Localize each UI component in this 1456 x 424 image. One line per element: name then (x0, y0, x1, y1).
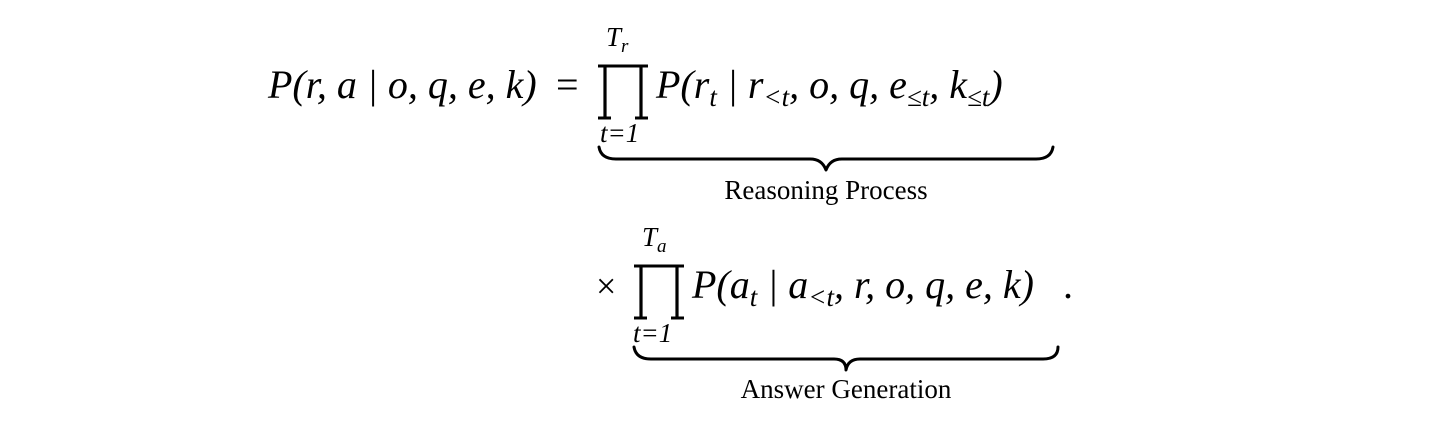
reasoning-term: P(rt | r<t, o, q, e≤t, k≤t) (655, 62, 1003, 112)
underbrace-reasoning (597, 145, 1055, 172)
lhs-joint-probability: P(r, a | o, q, e, k) (267, 62, 537, 107)
product-lower-limit-2: t=1 (633, 318, 672, 348)
answer-generation-label: Answer Generation (741, 374, 952, 404)
product-operator-2 (634, 264, 684, 320)
product-upper-limit-1: Tr (606, 22, 629, 57)
product-lower-limit-1: t=1 (600, 118, 639, 148)
equation-line-1: P(r, a | o, q, e, k) = Tr t=1 P(rt | r<t… (267, 22, 1055, 205)
underbrace-answer (632, 345, 1060, 372)
product-upper-limit-2: Ta (642, 222, 667, 257)
equation-line-2: × Ta t=1 P(at | a<t, r, o, q, e, k) . An… (596, 222, 1073, 404)
answer-term: P(at | a<t, r, o, q, e, k) (691, 262, 1034, 312)
product-operator-1 (598, 64, 648, 120)
period: . (1063, 262, 1073, 307)
times-sign: × (596, 266, 616, 306)
equals-sign: = (556, 62, 579, 107)
reasoning-process-label: Reasoning Process (724, 175, 927, 205)
